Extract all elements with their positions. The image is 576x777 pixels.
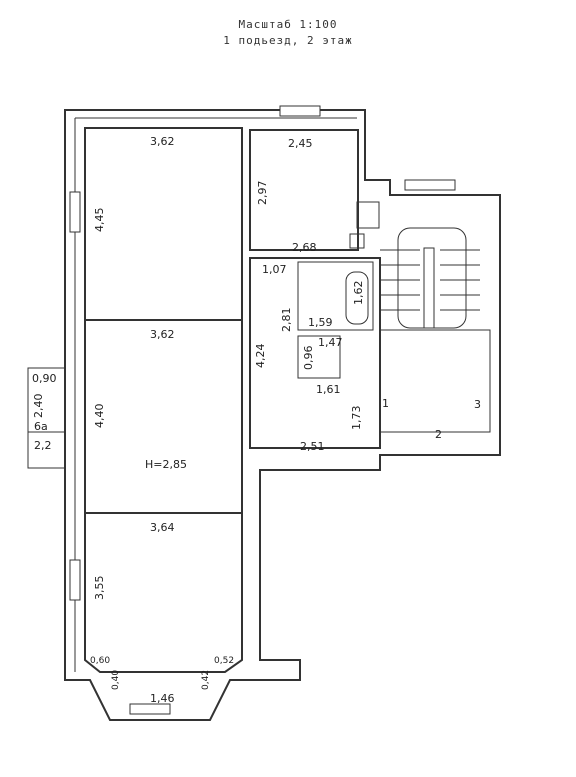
balcony-label-top: 6а <box>34 420 48 433</box>
sink <box>349 233 365 249</box>
dim-r1-height: 4,45 <box>93 208 106 233</box>
dim-r3-width: 3,64 <box>150 521 175 534</box>
window-room-1 <box>69 191 81 233</box>
window-room-3 <box>69 559 81 601</box>
ceiling-height: H=2,85 <box>145 458 187 471</box>
dim-entry-height: 1,73 <box>350 406 363 431</box>
dim-wc-width: 1,47 <box>318 336 343 349</box>
dim-kitchen-width: 2,45 <box>288 137 313 150</box>
dim-corridor-width: 1,07 <box>262 263 287 276</box>
balcony-label-bottom: 2,2 <box>34 439 52 452</box>
stair-mark-1: 1 <box>382 397 389 410</box>
dim-bay-left-top: 0,60 <box>90 656 110 666</box>
dim-bathtub: 1,62 <box>352 281 365 306</box>
dim-bay-front: 1,46 <box>150 692 175 705</box>
landing <box>379 329 491 433</box>
floor-label: 1 подьезд, 2 этаж <box>223 34 353 47</box>
stair-well <box>423 247 435 329</box>
dim-wc-height: 0,96 <box>302 346 315 371</box>
bathtub <box>345 271 369 325</box>
dim-kitchen-bottom: 2,68 <box>292 241 317 254</box>
dim-bay-left-side: 0,40 <box>111 670 121 690</box>
stair-mark-2: 2 <box>435 428 442 441</box>
dim-corridor-segment: 2,81 <box>280 308 293 333</box>
dim-kitchen-height: 2,97 <box>256 181 269 206</box>
balcony <box>27 367 66 469</box>
dim-wc-bottom: 1,61 <box>316 383 341 396</box>
dim-corridor-height: 4,24 <box>254 344 267 369</box>
room-2 <box>84 319 243 514</box>
window-bay <box>129 703 171 715</box>
room-3 <box>84 512 243 673</box>
dim-bath-width: 1,59 <box>308 316 333 329</box>
scale-label: Масштаб 1:100 <box>238 18 338 31</box>
kitchen <box>249 129 359 251</box>
dim-balcony-depth: 2,40 <box>32 394 45 419</box>
dim-r1-width: 3,62 <box>150 135 175 148</box>
wc <box>297 335 341 379</box>
outer-wall <box>64 109 501 721</box>
dim-balcony-width: 0,90 <box>32 372 57 385</box>
dim-r2-width: 3,62 <box>150 328 175 341</box>
stair-mark-3: 3 <box>474 398 481 411</box>
bathroom <box>297 261 374 331</box>
window-kitchen <box>279 105 321 117</box>
window-stair <box>404 179 456 191</box>
room-1 <box>84 127 243 321</box>
dim-corridor-bottom: 2,51 <box>300 440 325 453</box>
dim-r3-height: 3,55 <box>93 576 106 601</box>
stove <box>356 201 380 229</box>
staircase <box>397 227 467 329</box>
dim-r2-height: 4,40 <box>93 404 106 429</box>
dim-bay-right-side: 0,42 <box>201 670 211 690</box>
dim-bay-right-top: 0,52 <box>214 656 234 666</box>
